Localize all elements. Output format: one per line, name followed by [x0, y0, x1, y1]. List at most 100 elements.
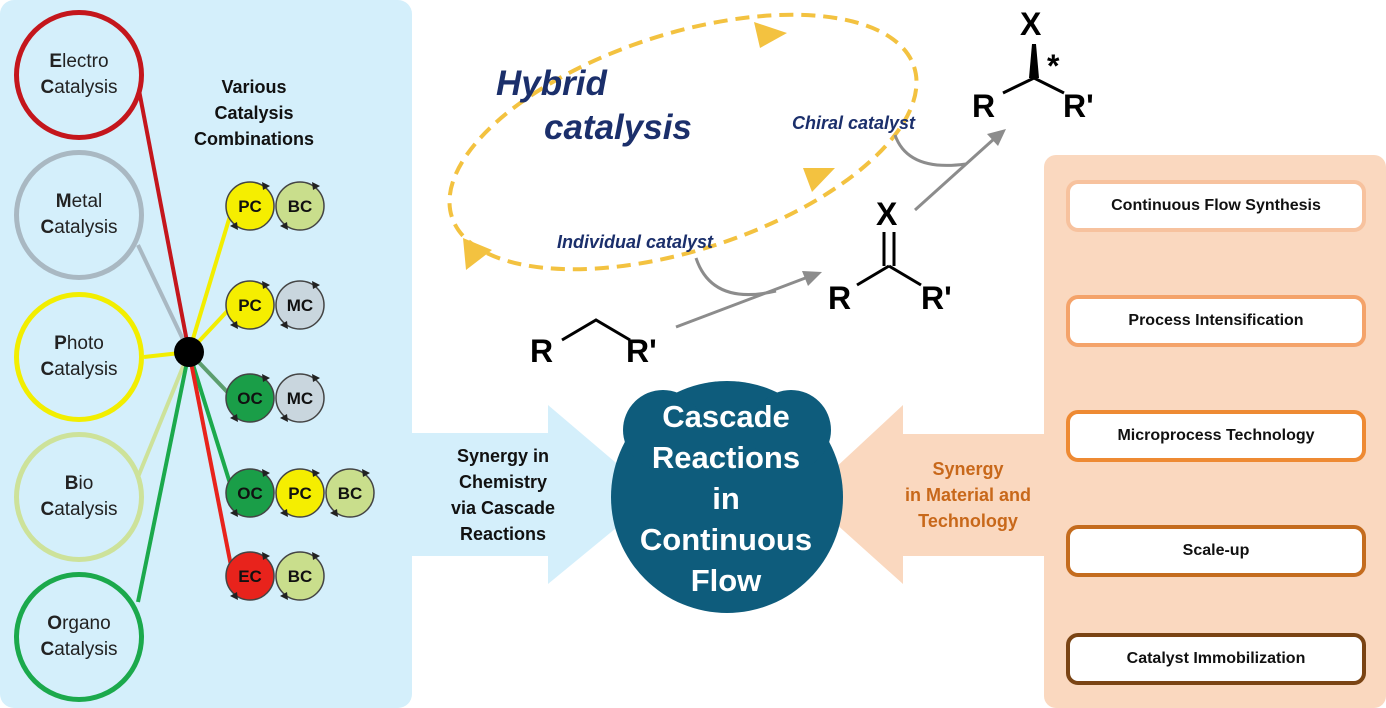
combination-code: MC — [287, 296, 313, 315]
cycle-arrow-icon — [262, 281, 270, 289]
combination-connector — [187, 351, 235, 577]
combination-badge: OC — [225, 373, 275, 423]
catalysis-connector — [136, 244, 191, 353]
stereo-mark: * — [1047, 48, 1060, 84]
combination-badge: PC — [225, 280, 275, 330]
cycle-arrow-icon — [312, 281, 320, 289]
cycle-arrow-icon — [280, 414, 288, 422]
cycle-arrow-icon — [262, 374, 270, 382]
technology-box: Process Intensification — [1066, 295, 1366, 347]
ketone-bond-right — [888, 264, 922, 287]
right-synergy-line: in Material and — [904, 485, 1032, 505]
cycle-arrow-icon — [262, 182, 270, 190]
catalysis-connector — [136, 351, 191, 603]
cycle-arrow-icon — [230, 414, 238, 422]
technology-box: Microprocess Technology — [1066, 410, 1366, 462]
combination-code: PC — [238, 296, 262, 315]
combinations-title: Various Catalysis Combinations — [192, 74, 316, 152]
catalysis-name-line: Catalysis — [40, 499, 118, 520]
cycle-arrow-icon — [312, 552, 320, 560]
combinations-title-line: Various — [221, 77, 287, 97]
catalysis-name-line: Catalysis — [40, 77, 118, 98]
left-synergy-text: Synergy in Chemistry via Cascade Reactio… — [428, 443, 578, 547]
hybrid-label-line: Hybrid — [496, 64, 607, 103]
right-synergy-arrow — [805, 405, 1044, 584]
chiral-catalyst-label: Chiral catalyst — [792, 113, 916, 133]
left-synergy-line: Reactions — [459, 524, 547, 544]
cycle-arrow-icon — [262, 552, 270, 560]
reaction-arrow-1 — [675, 275, 809, 329]
center-title: Cascade Reactions in Continuous Flow — [612, 396, 840, 601]
technology-box: Continuous Flow Synthesis — [1066, 180, 1366, 232]
combination-connector — [187, 205, 235, 353]
cycle-arrow-icon — [362, 469, 370, 477]
catalysis-name-line: Metal — [55, 191, 103, 212]
catalyst-curve-1 — [694, 257, 777, 296]
combination-code: MC — [287, 389, 313, 408]
left-synergy-line: Chemistry — [458, 472, 548, 492]
cycle-arrow-icon — [230, 592, 238, 600]
center-blob-lobe — [623, 390, 703, 470]
reaction-arrow-1-head — [802, 271, 822, 286]
catalysis-name-line: Organo — [47, 613, 111, 634]
left-synergy-arrow — [412, 405, 655, 584]
catalysis-connector — [136, 351, 191, 478]
ring-arrow-head — [754, 22, 787, 48]
reaction-arrow-2 — [913, 136, 997, 212]
combination-badge: MC — [275, 373, 325, 423]
combination-code: OC — [237, 389, 263, 408]
individual-catalyst-label: Individual catalyst — [557, 232, 714, 252]
combination-badge: MC — [275, 280, 325, 330]
chiral-bond-left — [1002, 76, 1035, 95]
hub-node — [174, 337, 204, 367]
cycle-arrow-icon — [330, 509, 338, 517]
ketone-bond-left — [856, 264, 890, 287]
substrate-r-prime: R' — [626, 333, 657, 369]
ketone-r-prime: R' — [921, 280, 952, 316]
cycle-arrow-icon — [230, 222, 238, 230]
combinations-title-line: Combinations — [194, 129, 314, 149]
right-synergy-line: Technology — [918, 511, 1018, 531]
cycle-arrow-icon — [230, 509, 238, 517]
combination-badge: BC — [325, 468, 375, 518]
catalysis-name-line: Electro — [49, 51, 109, 72]
right-synergy-text: Synergy in Material and Technology — [886, 456, 1050, 534]
substrate-r: R — [530, 333, 554, 369]
hybrid-catalysis-label: Hybrid catalysis — [490, 62, 710, 150]
catalysis-name-line: Photo — [54, 333, 104, 354]
combination-code: BC — [338, 484, 363, 503]
cycle-arrow-icon — [280, 592, 288, 600]
cycle-arrow-icon — [230, 321, 238, 329]
combination-code: BC — [288, 197, 313, 216]
center-title-line: Continuous — [639, 522, 813, 557]
ring-arrow-head — [803, 168, 835, 192]
catalysis-name-line: Catalysis — [40, 359, 118, 380]
substrate-bonds — [561, 318, 631, 342]
chiral-x: X — [1020, 6, 1042, 42]
right-synergy-line: Synergy — [932, 459, 1004, 479]
wedge-bond — [1029, 44, 1039, 78]
cycle-arrow-icon — [312, 374, 320, 382]
center-title-line: Cascade — [662, 399, 790, 434]
center-title-line: Reactions — [651, 440, 801, 475]
hybrid-label-line: catalysis — [544, 108, 692, 147]
left-synergy-line: Synergy in — [456, 446, 550, 466]
combination-badge: OC — [225, 468, 275, 518]
cycle-arrow-icon — [312, 469, 320, 477]
technology-box: Scale-up — [1066, 525, 1366, 577]
cycle-arrow-icon — [280, 222, 288, 230]
combination-code: PC — [238, 197, 262, 216]
combinations-title-line: Catalysis — [214, 103, 294, 123]
combination-badge: PC — [275, 468, 325, 518]
technology-box: Catalyst Immobilization — [1066, 633, 1366, 685]
reaction-arrow-2-head — [987, 129, 1006, 146]
combination-code: OC — [237, 484, 263, 503]
ketone-r: R — [828, 280, 852, 316]
